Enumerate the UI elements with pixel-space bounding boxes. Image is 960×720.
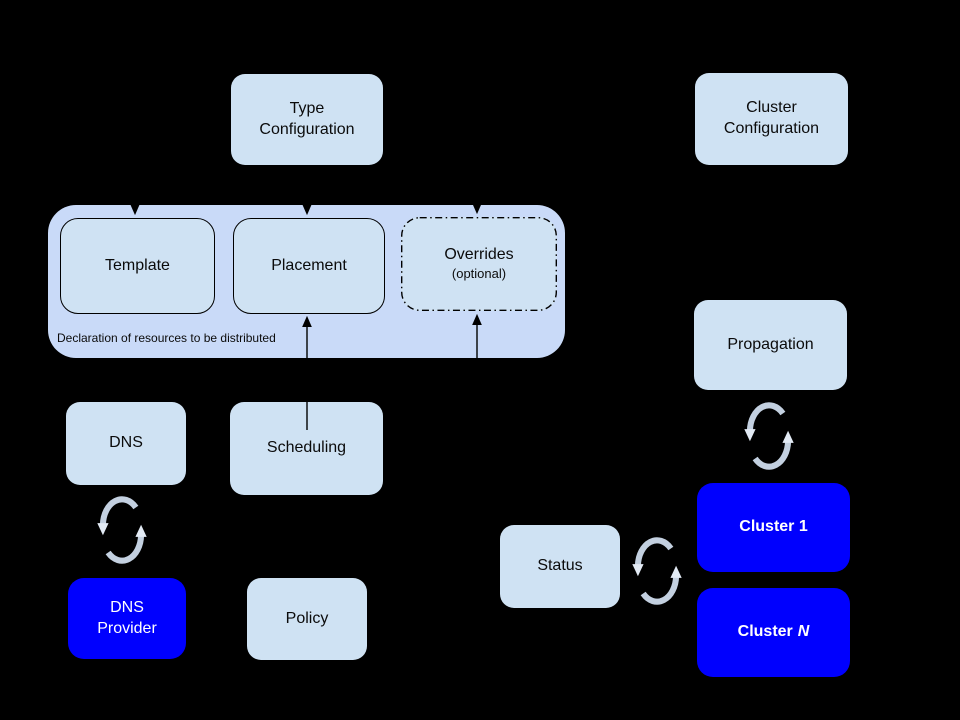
node-cluster-configuration: Cluster Configuration [695,73,848,165]
sync-icon [632,537,682,605]
node-label: Cluster N [738,622,810,643]
node-label: DNS [109,434,143,452]
node-cluster-1: Cluster 1 [697,483,850,572]
node-type-configuration: Type Configuration [231,74,383,165]
node-label: Placement [271,256,347,274]
node-status: Status [500,525,620,608]
node-label: Overrides (optional) [444,224,513,303]
node-dns-provider: DNS Provider [68,578,186,659]
cluster-n-text: Cluster [737,623,793,641]
cluster-n-suffix: N [797,623,810,641]
overrides-sublabel: (optional) [451,265,507,281]
node-label: Template [105,256,170,274]
node-scheduling: Scheduling [230,402,383,495]
node-label: Scheduling [266,439,347,457]
sync-icon [744,402,794,470]
node-label: Cluster 1 [739,518,808,536]
node-label: DNS Provider [97,598,157,637]
node-label: Cluster Configuration [723,99,820,137]
node-propagation: Propagation [694,300,847,390]
sync-icon [97,496,147,564]
node-label: Status [537,557,583,575]
node-dns: DNS [66,402,186,485]
node-cluster-n: Cluster N [697,588,850,677]
container-caption: Declaration of resources to be distribut… [57,331,276,345]
node-label: Policy [285,609,329,627]
node-overrides: Overrides (optional) [401,217,557,311]
node-label: Type Configuration [259,99,355,138]
node-placement: Placement [233,218,385,314]
overrides-title: Overrides [444,246,514,264]
node-label: Propagation [727,335,814,353]
node-policy: Policy [247,578,367,660]
node-template: Template [60,218,215,314]
